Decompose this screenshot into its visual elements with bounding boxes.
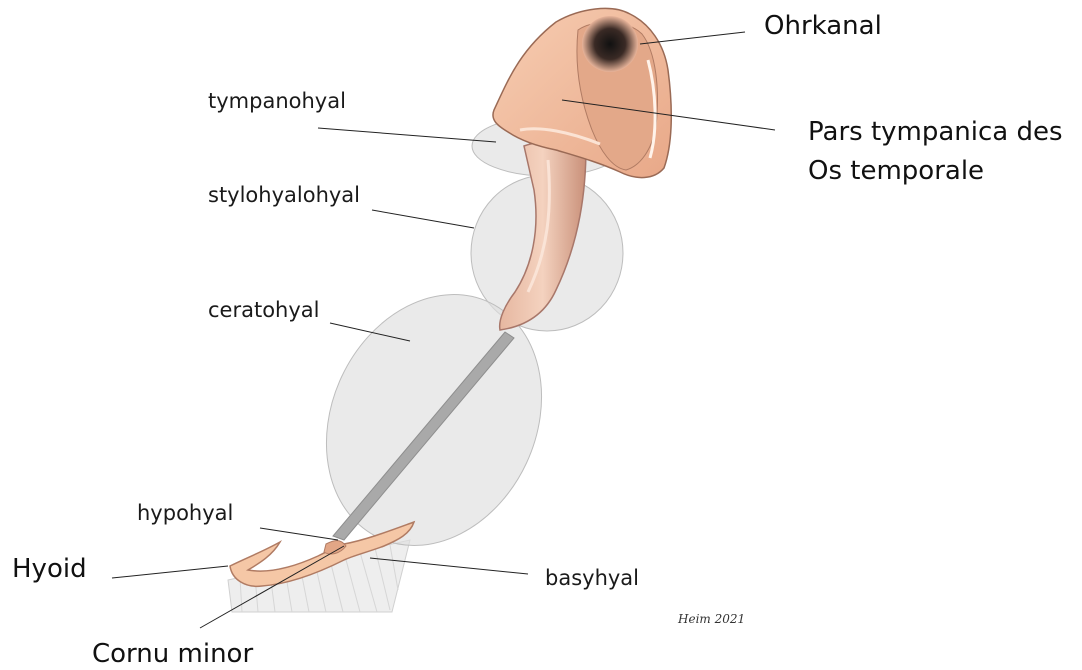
label-tympanohyal: tympanohyal <box>208 91 346 112</box>
leader-stylohyalohyal <box>372 210 474 228</box>
leader-hyoid <box>112 566 228 578</box>
label-stylohyalohyal: stylohyalohyal <box>208 185 360 206</box>
label-ohrkanal: Ohrkanal <box>764 13 882 39</box>
leader-tympanohyal <box>318 128 496 142</box>
label-hypohyal: hypohyal <box>137 503 233 524</box>
label-ceratohyal: ceratohyal <box>208 300 320 321</box>
label-basyhyal: basyhyal <box>545 568 639 589</box>
ear-canal-opening <box>582 16 638 72</box>
label-cornu-minor: Cornu minor <box>92 641 253 667</box>
artist-signature: Heim 2021 <box>678 612 745 626</box>
label-pars-tympanica-line1: Pars tympanica des <box>808 119 1063 145</box>
label-pars-tympanica-line2: Os temporale <box>808 158 984 184</box>
leader-hypohyal <box>260 528 338 540</box>
label-hyoid: Hyoid <box>12 556 87 582</box>
